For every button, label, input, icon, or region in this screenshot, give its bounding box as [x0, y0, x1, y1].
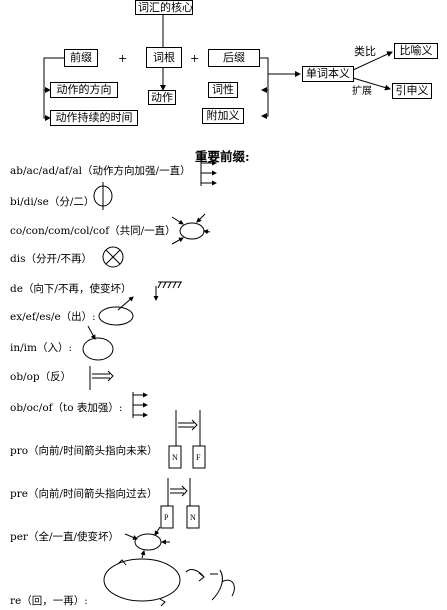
prefix-meaning: （分/二） [48, 196, 95, 208]
prefix-row-ob: ob/op（反） [10, 369, 71, 384]
prefix-forms: per [10, 531, 28, 543]
prefix-meaning: （动作方向加强/一直） [82, 165, 191, 177]
in-inward-glyph [82, 325, 114, 361]
prefix-row-in: in/im（入）: [10, 340, 72, 355]
prefix-meaning: （向前/时间箭头指向未来） [28, 445, 158, 457]
de-down-arrow-glyph [153, 281, 182, 301]
literal-meaning-box: 单词本义 [302, 66, 354, 82]
prefix-box: 前缀 [64, 49, 98, 67]
prefix-row-bi: bi/di/se（分/二） [10, 194, 94, 209]
prefix-forms: ab/ac/ad/af/al [10, 165, 83, 177]
prefix-row-de: de（向下/不再，使变坏） [10, 281, 131, 296]
dis-crossed-circle-glyph [102, 246, 124, 268]
prefix-meaning: （共同/一直） [109, 225, 176, 237]
prefix-row-co: co/con/com/col/cof（共同/一直） [10, 223, 176, 238]
prefix-row-pre: pre（向前/时间箭头指向过去） [10, 486, 158, 501]
prefix-row-ex: ex/ef/es/e（出）: [10, 309, 96, 324]
pre-now-letter: N [190, 513, 196, 522]
prefix-forms: de [10, 283, 23, 295]
metaphor-box: 比喻义 [394, 43, 438, 59]
prefix-forms: ob/op [10, 371, 40, 383]
extended-meaning-box: 引申义 [392, 83, 432, 99]
core-box: 词汇的核心 [135, 0, 193, 15]
extend-label: 扩展 [352, 86, 372, 97]
prefix-row-per: per（全/一直/使变坏） [10, 529, 119, 544]
pre-before-glyph [160, 478, 200, 529]
pro-now-letter: N [172, 453, 178, 462]
action-box: 动作 [148, 90, 176, 105]
ex-outward-glyph [98, 296, 134, 326]
duration-box: 动作持续的时间 [50, 110, 138, 126]
plus-sign-2: + [190, 52, 200, 65]
prefix-forms: ob/oc/of [10, 402, 53, 414]
part-of-speech-box: 词性 [208, 82, 238, 98]
pre-past-letter: P [164, 513, 169, 522]
prefix-forms: re [10, 595, 22, 607]
prefix-row-dis: dis（分开/不再） [10, 251, 92, 266]
prefix-row-ab: ab/ac/ad/af/al（动作方向加强/一直） [10, 163, 191, 178]
prefix-row-re: re（回，一再）: [10, 593, 88, 608]
prefix-forms: bi/di/se [10, 196, 49, 208]
oc-arrows-glyph [132, 392, 148, 418]
prefix-forms: in/im [10, 342, 37, 354]
prefix-meaning: （入）: [36, 342, 73, 354]
prefix-forms: dis [10, 253, 26, 265]
additional-meaning-box: 附加义 [202, 108, 244, 124]
section-title: 重要前缀: [195, 149, 250, 164]
re-loop-glyph [103, 558, 235, 607]
analogy-label: 类比 [354, 45, 376, 58]
prefix-forms: co/con/com/col/cof [10, 225, 110, 237]
root-box: 词根 [146, 47, 182, 68]
co-converging-glyph [171, 213, 211, 245]
prefix-row-oc: ob/oc/of（to 表加强）: [10, 400, 122, 415]
prefix-meaning: （反） [39, 371, 72, 383]
pro-forward-glyph [168, 410, 206, 469]
prefix-forms: pre [10, 488, 28, 500]
ob-opposing-glyph [89, 366, 114, 390]
prefix-meaning: （回，一再）: [21, 595, 88, 607]
per-through-glyph [124, 526, 170, 559]
bi-split-circle-glyph [93, 182, 113, 210]
prefix-forms: pro [10, 445, 29, 457]
plus-sign-1: + [118, 52, 128, 65]
suffix-box: 后缀 [208, 49, 260, 67]
ab-arrows-glyph [200, 160, 217, 186]
prefix-meaning: （出）: [60, 311, 96, 323]
prefix-meaning: （to 表加强）: [52, 402, 123, 414]
direction-box: 动作的方向 [50, 82, 118, 98]
prefix-meaning: （向前/时间箭头指向过去） [27, 488, 158, 500]
prefix-meaning: （分开/不再） [25, 253, 93, 265]
prefix-meaning: （全/一直/使变坏） [27, 531, 120, 543]
prefix-row-pro: pro（向前/时间箭头指向未来） [10, 443, 158, 458]
prefix-meaning: （向下/不再，使变坏） [22, 283, 132, 295]
prefix-forms: ex/ef/es/e [10, 311, 61, 323]
pro-future-letter: F [196, 453, 201, 462]
